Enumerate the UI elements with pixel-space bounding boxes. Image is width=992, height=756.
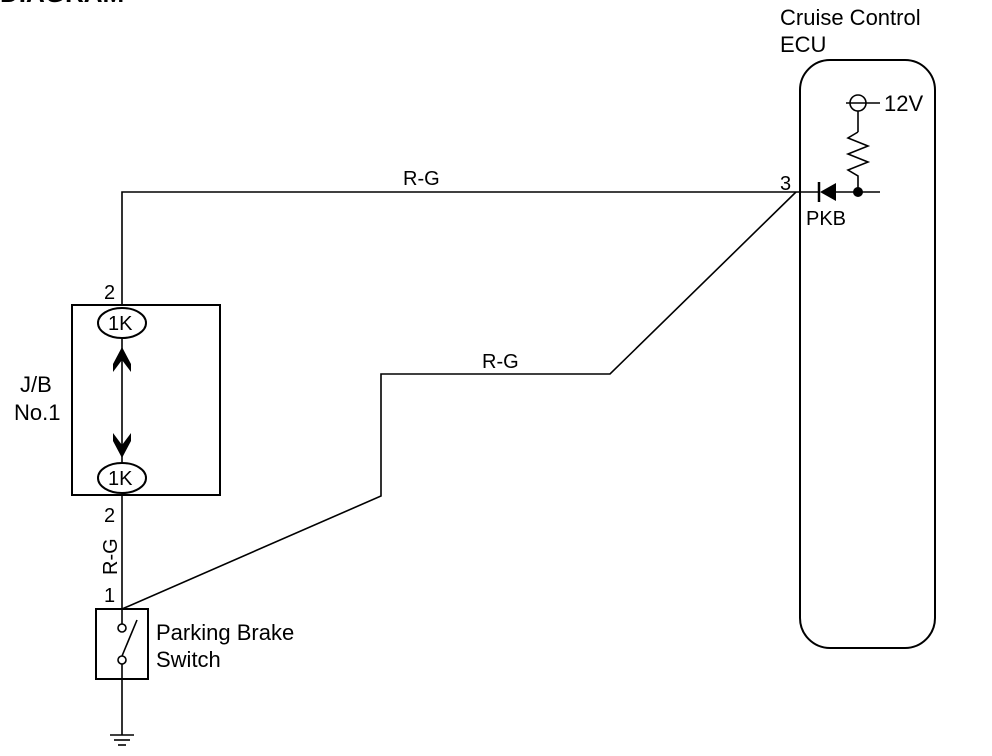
wire-vertical-color: R-G (100, 538, 122, 575)
ecu-title-line2: ECU (780, 32, 826, 57)
supply-12v-symbol (846, 94, 880, 132)
jb-top-connector: 1K (97, 307, 147, 339)
ecu-box (799, 59, 936, 649)
switch-contact-symbol (117, 609, 138, 679)
jb-bottom-pin: 2 (104, 505, 115, 527)
ecu-terminal-name: PKB (806, 208, 846, 230)
jb-arrow-down (113, 433, 131, 458)
supply-12v-label: 12V (884, 91, 923, 116)
ecu-terminal-pin: 3 (780, 173, 791, 195)
switch-label-line2: Switch (156, 647, 221, 672)
header-fragment: DIAGRAM (0, 0, 124, 8)
ecu-title-line1: Cruise Control (780, 5, 921, 30)
switch-pin: 1 (104, 585, 115, 607)
ground-icon (110, 679, 134, 746)
jb-bottom-connector-label: 1K (108, 468, 133, 490)
jb-arrow-up (113, 347, 131, 372)
jb-top-pin: 2 (104, 282, 115, 304)
diode-symbol (817, 182, 858, 202)
jb-top-connector-label: 1K (108, 313, 133, 335)
wire-top (121, 191, 818, 305)
jb-bottom-connector: 1K (97, 462, 147, 494)
wire-middle-color: R-G (482, 351, 519, 373)
jb-label-line2: No.1 (14, 400, 60, 425)
switch-label-line1: Parking Brake (156, 620, 294, 645)
jb-label-line1: J/B (20, 372, 52, 397)
pullup-resistor (845, 131, 871, 192)
wire-middle (121, 191, 797, 610)
junction-block-box (71, 304, 221, 496)
wire-top-color: R-G (403, 168, 440, 190)
